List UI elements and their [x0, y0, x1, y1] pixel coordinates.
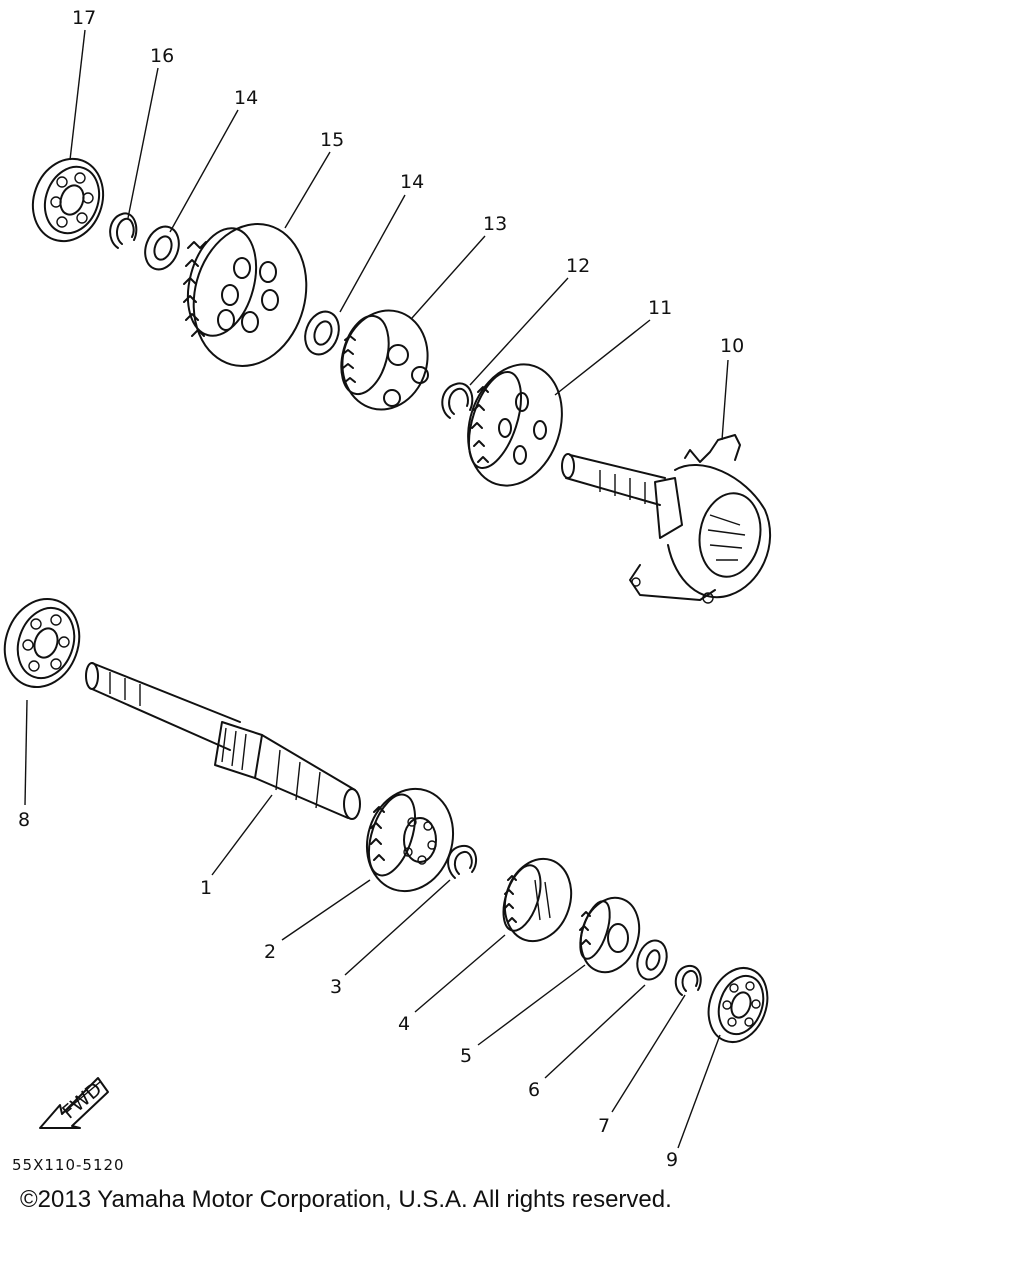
part-13-gear: [340, 309, 429, 411]
callout-4: 4: [398, 1013, 410, 1035]
callout-6: 6: [528, 1079, 540, 1101]
callout-13: 13: [483, 213, 507, 235]
part-10-drive-axle-assembly: [561, 434, 771, 604]
callout-14-lower: 14: [400, 171, 424, 193]
part-3-circlip: [447, 844, 478, 879]
callout-15: 15: [320, 129, 344, 151]
part-17-bearing: [31, 157, 105, 243]
callout-3: 3: [330, 976, 342, 998]
part-4-gear: [502, 857, 573, 943]
part-14-washer-lower: [304, 310, 340, 356]
part-11-gear: [467, 363, 563, 487]
callout-1: 1: [200, 877, 212, 899]
callout-12: 12: [566, 255, 590, 277]
callout-8: 8: [18, 809, 30, 831]
copyright-notice: ©2013 Yamaha Motor Corporation, U.S.A. A…: [20, 1186, 672, 1213]
part-16-circlip: [109, 212, 138, 249]
callout-5: 5: [460, 1045, 472, 1067]
callout-7: 7: [598, 1115, 610, 1137]
callout-11: 11: [648, 297, 672, 319]
part-9-bearing: [707, 967, 769, 1043]
part-12-circlip: [441, 382, 474, 419]
callout-9: 9: [666, 1149, 678, 1171]
callout-2: 2: [264, 941, 276, 963]
part-5-gear: [579, 896, 641, 974]
drawing-code: 55X110-5120: [12, 1156, 125, 1174]
part-2-gear: [365, 787, 455, 893]
callout-10: 10: [720, 335, 744, 357]
callout-numbers: 17 16 14 15 14 13 12 11 10 8 1 2 3 4 5 6…: [18, 7, 744, 1171]
part-15-gear: [183, 223, 308, 367]
callout-14-upper: 14: [234, 87, 258, 109]
part-7-circlip: [674, 964, 702, 996]
callout-17: 17: [72, 7, 96, 29]
fwd-arrow-icon: FWD: [39, 1077, 109, 1129]
part-14-washer-upper: [144, 225, 180, 271]
callout-16: 16: [150, 45, 174, 67]
leader-lines: [24, 29, 729, 1149]
part-6-washer: [636, 939, 668, 981]
part-8-bearing: [3, 597, 81, 689]
part-1-main-axle: [85, 662, 361, 820]
